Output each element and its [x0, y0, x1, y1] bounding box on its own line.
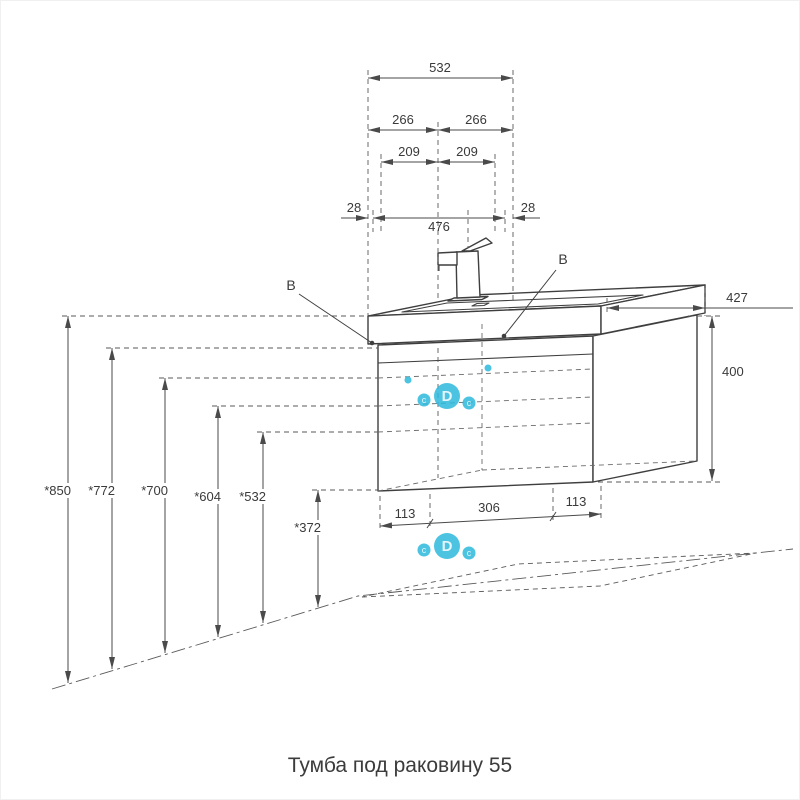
dim-inner-right: 209 — [456, 144, 478, 159]
watermark-letter-d: D — [442, 538, 453, 555]
dim-depth: 427 — [726, 290, 748, 305]
faucet — [437, 237, 493, 302]
watermark-circle-small-right — [462, 546, 476, 560]
watermark-dot-2 — [484, 364, 492, 372]
floor-footprint-outline — [361, 552, 757, 598]
left-height-dimensions: *850 *772 *700 *604 *532 *372 — [34, 315, 378, 683]
faucet-lever — [461, 237, 493, 252]
faucet-spout — [437, 251, 458, 266]
watermark-logo-upper: c D c — [404, 364, 492, 410]
dim-inner-left: 209 — [398, 144, 420, 159]
tick-bottom-1 — [426, 518, 434, 529]
bottom-dimensions: 113 306 113 — [379, 486, 602, 532]
watermark-circle-big — [434, 533, 460, 559]
watermark-letter-d: D — [442, 388, 453, 405]
watermark-dot-1 — [404, 376, 412, 384]
watermark-circle-big — [434, 383, 460, 409]
dim-line-bottom — [379, 511, 602, 529]
cabinet-right-face — [592, 314, 698, 483]
sink-basin-rim — [401, 294, 644, 313]
watermark-circle-small-right — [462, 396, 476, 410]
dim-overhang-left: 28 — [347, 200, 361, 215]
watermark-circle-small-left — [417, 393, 431, 407]
dim-overall-width: 532 — [429, 60, 451, 75]
faucet-body — [455, 250, 481, 299]
dim-height-850: *850 — [44, 483, 71, 498]
label-bg-532 — [229, 489, 267, 504]
dim-half-left: 266 — [392, 112, 414, 127]
drawing-title: Тумба под раковину 55 — [288, 754, 513, 777]
dim-half-right: 266 — [465, 112, 487, 127]
floor-reference — [51, 548, 794, 690]
mount-markers: B B — [286, 251, 568, 346]
dim-height-700: *700 — [141, 483, 168, 498]
label-bg-372 — [284, 520, 322, 535]
marker-b-left: B — [286, 277, 295, 293]
drawer-seam-line — [377, 353, 594, 364]
right-dimensions: 427 400 — [598, 288, 793, 483]
marker-b-right: B — [558, 251, 567, 267]
leader-b-right — [503, 269, 557, 337]
vanity-cabinet-drawing — [367, 237, 706, 492]
dim-height-532: *532 — [239, 489, 266, 504]
dim-cabinet-height: 400 — [722, 364, 744, 379]
watermark-letter-c-left: c — [422, 395, 427, 405]
label-bg-700 — [131, 483, 169, 498]
watermark-circle-small-left — [417, 543, 431, 557]
top-dimensions: 532 266 266 209 209 28 476 28 — [341, 60, 540, 478]
mount-point-left — [369, 340, 375, 346]
mount-point-right — [501, 333, 507, 339]
watermark-logo-lower: c D c — [417, 533, 476, 560]
floor-axis-line — [51, 548, 794, 690]
leader-b-left — [298, 293, 373, 344]
watermark-letter-c-right: c — [467, 548, 472, 558]
dim-overhang-right: 28 — [521, 200, 535, 215]
label-bg-604 — [184, 489, 222, 504]
sink-drain — [471, 302, 490, 307]
label-bg-772 — [78, 483, 116, 498]
dim-height-604: *604 — [194, 489, 221, 504]
watermark-letter-c-right: c — [467, 398, 472, 408]
watermark-letter-c-left: c — [422, 545, 427, 555]
dim-bottom-left: 113 — [395, 506, 416, 521]
dim-bottom-right: 113 — [566, 494, 587, 509]
dim-height-772: *772 — [88, 483, 115, 498]
tick-bottom-2 — [549, 511, 557, 522]
cabinet-front-face — [377, 335, 594, 492]
dim-cabinet-width: 476 — [428, 219, 450, 234]
dim-height-372: *372 — [294, 520, 321, 535]
dim-bottom-middle: 306 — [478, 500, 500, 515]
label-bg-850 — [34, 483, 72, 498]
